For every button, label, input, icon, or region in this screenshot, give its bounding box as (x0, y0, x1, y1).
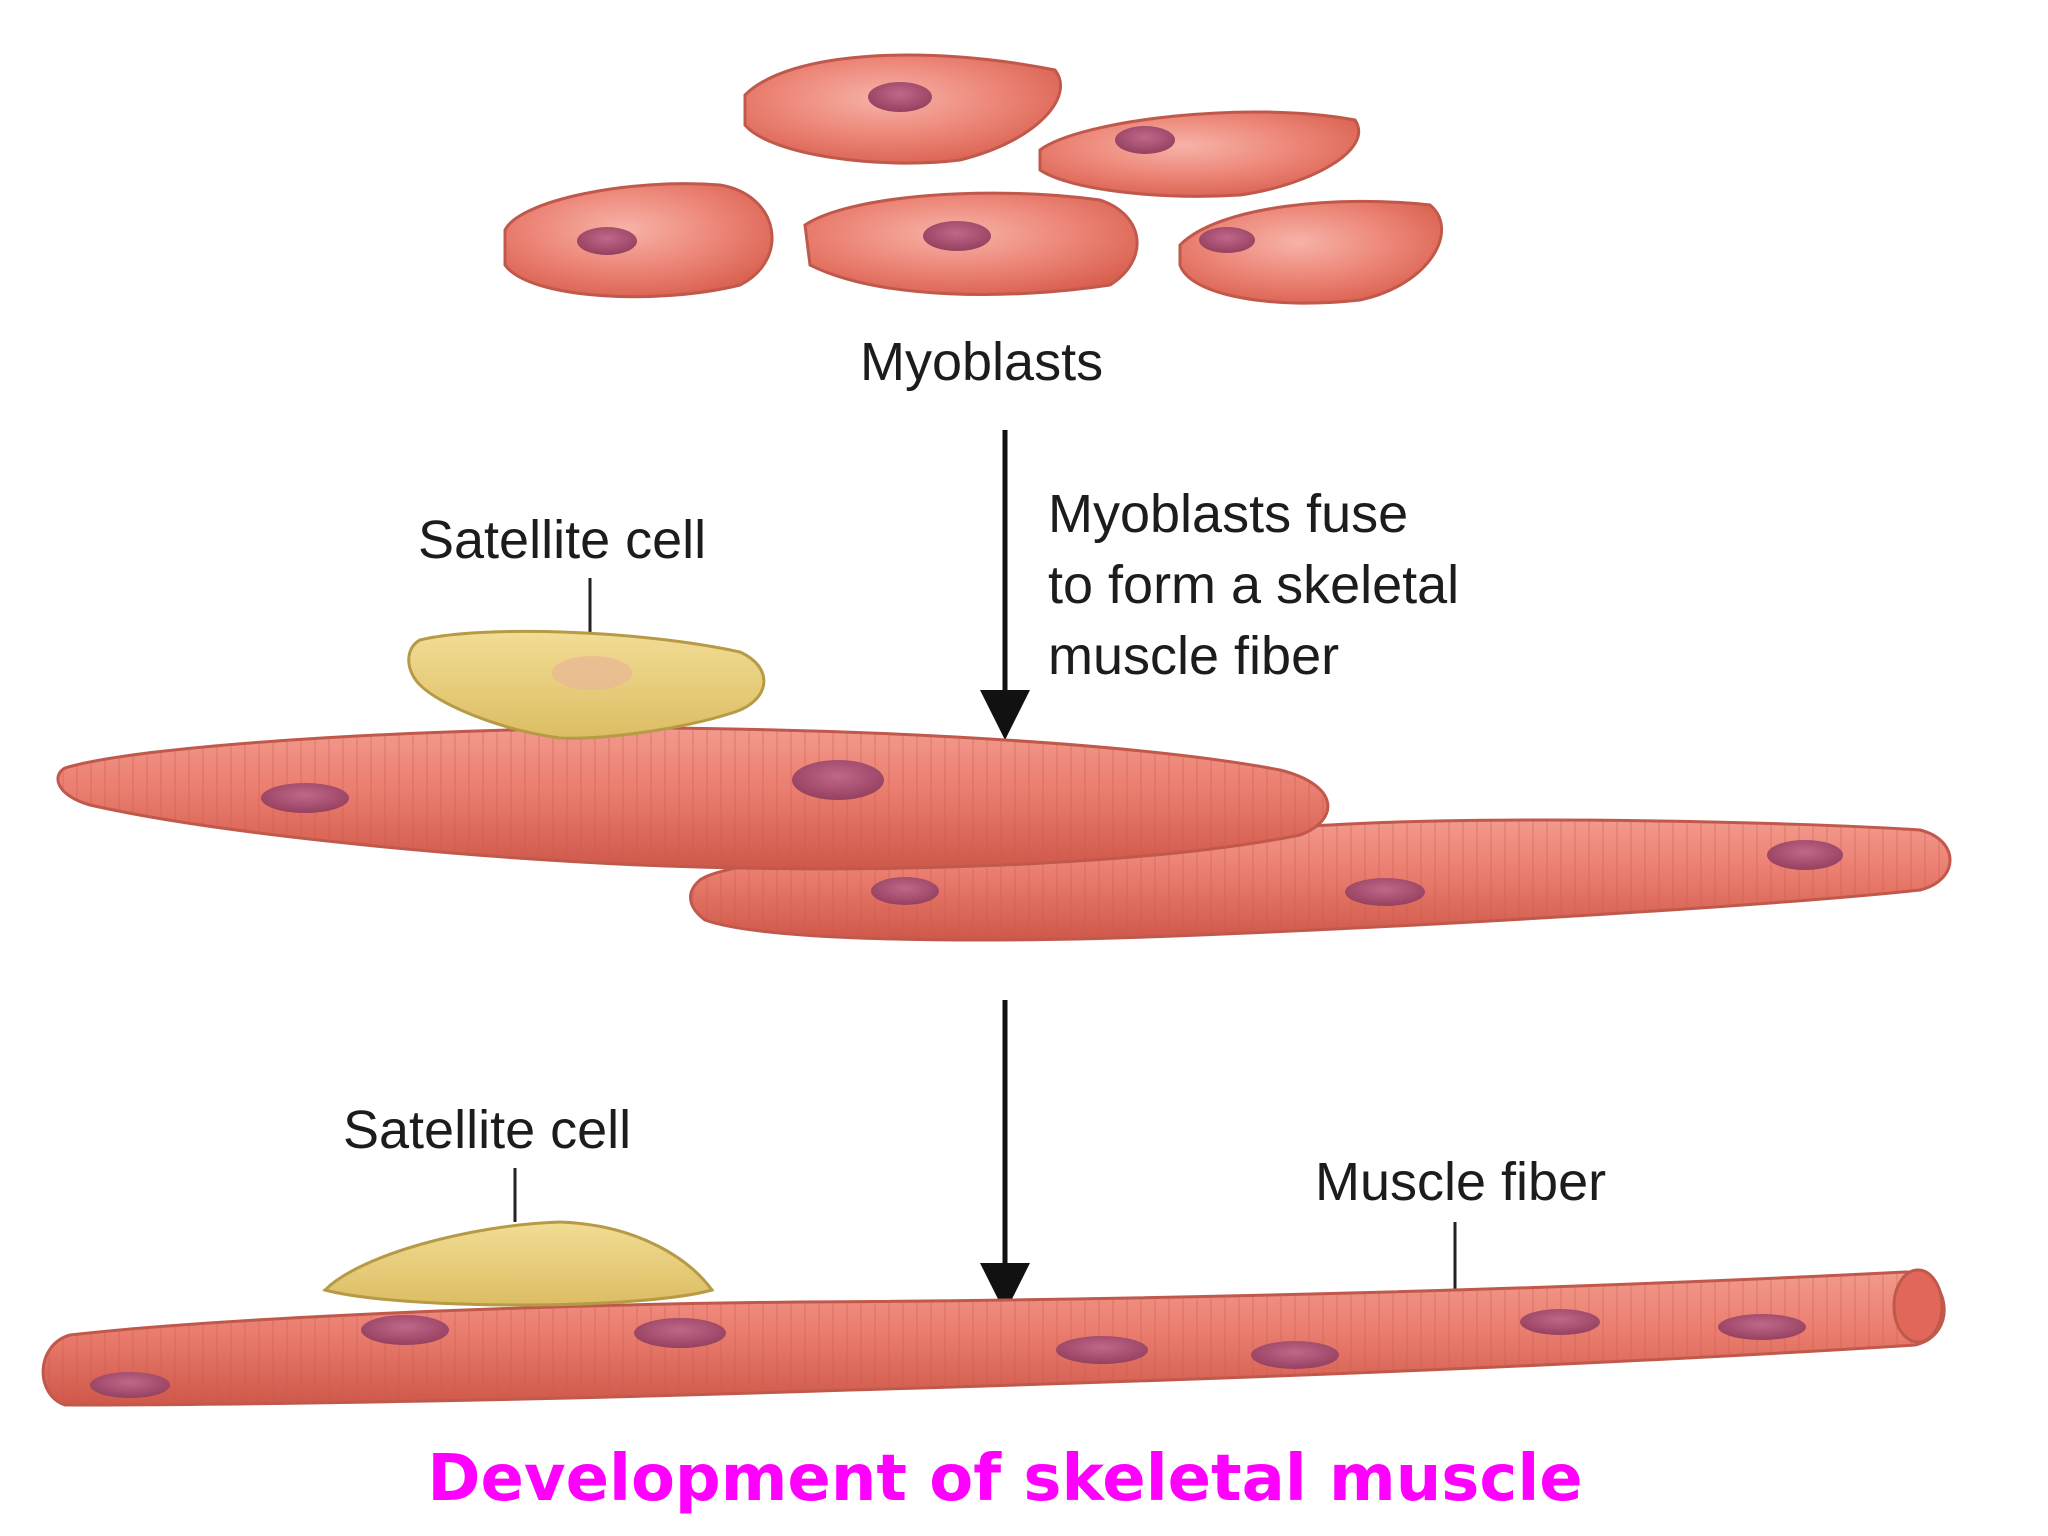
muscle-fiber-label: Muscle fiber (1315, 1152, 1606, 1212)
fusion-description-line-1: Myoblasts fuse (1048, 484, 1408, 544)
nucleus (871, 877, 939, 905)
nucleus (261, 783, 349, 813)
nucleus (1199, 227, 1255, 253)
nucleus (90, 1372, 170, 1398)
diagram-caption: Development of skeletal muscle (427, 1442, 1582, 1516)
mature-muscle-fiber (41, 1268, 1946, 1407)
nucleus (1345, 878, 1425, 906)
satellite-cell-label-top: Satellite cell (418, 510, 706, 570)
nucleus (1767, 840, 1843, 870)
fiber-end (1892, 1268, 1944, 1344)
myoblast-cell (803, 191, 1139, 297)
fusion-description-line-3: muscle fiber (1048, 626, 1339, 686)
nucleus (1718, 1314, 1806, 1340)
satellite-cell-top (407, 629, 766, 740)
satellite-cell-bottom (322, 1220, 715, 1307)
myoblast-group (503, 53, 1443, 305)
satellite-cell-label-bottom: Satellite cell (343, 1100, 631, 1160)
fusion-description-line-2: to form a skeletal (1048, 555, 1459, 615)
nucleus (792, 760, 884, 800)
upper-myotube (56, 726, 1330, 871)
myoblast-cell (503, 182, 774, 299)
nucleus (868, 82, 932, 112)
nucleus (552, 656, 632, 690)
myoblast-cell (743, 53, 1062, 165)
nucleus (634, 1318, 726, 1348)
nucleus (1520, 1309, 1600, 1335)
nucleus (361, 1315, 449, 1345)
myoblast-cell (1038, 110, 1361, 198)
myoblasts-label: Myoblasts (860, 332, 1103, 392)
nucleus (1056, 1336, 1148, 1364)
myoblast-cell (1178, 199, 1443, 305)
nucleus (923, 221, 991, 251)
nucleus (577, 227, 637, 255)
nucleus (1115, 126, 1175, 154)
nucleus (1251, 1341, 1339, 1369)
